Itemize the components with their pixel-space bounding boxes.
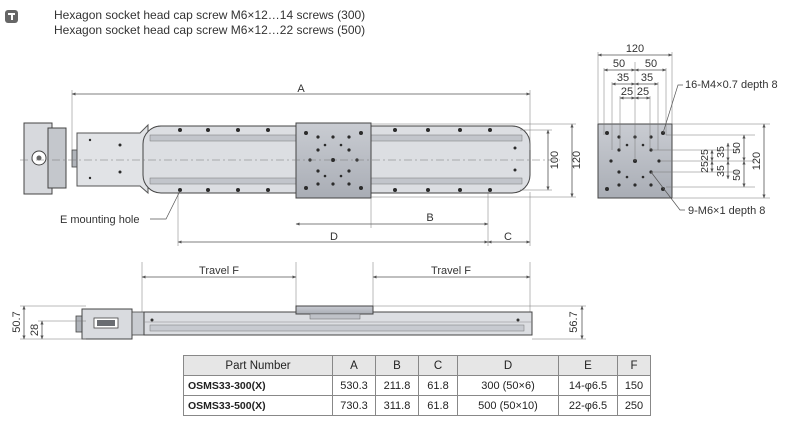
header-a: A [332, 355, 376, 376]
holes-16-m4-label: 16-M4×0.7 depth 8 [685, 79, 778, 91]
end-bracket [76, 123, 149, 195]
side-dim-120: 120 [751, 152, 763, 170]
front-view: Travel F Travel F 50.7 28 56.7 [11, 262, 586, 340]
height-56-7-label: 56.7 [568, 311, 580, 332]
header-d: D [457, 355, 559, 376]
side-dim-25-lower: 25 [699, 161, 711, 173]
side-dim-35-upper: 35 [715, 146, 727, 158]
travel-right-label: Travel F [431, 265, 471, 277]
top-dim-35-right: 35 [641, 72, 653, 84]
screw-note-500: Hexagon socket head cap screw M6×12…22 s… [54, 23, 366, 37]
base-mounting-holes [88, 128, 517, 192]
side-dim-25-upper: 25 [699, 149, 711, 161]
screw-note-icon [5, 10, 18, 23]
carriage-front [295, 305, 374, 315]
header-e: E [558, 355, 618, 376]
header-f: F [617, 355, 651, 376]
top-dim-25-right: 25 [637, 86, 649, 98]
side-dim-35-lower: 35 [715, 165, 727, 177]
screw-note-300: Hexagon socket head cap screw M6×12…14 s… [54, 8, 366, 22]
cell-b: 211.8 [375, 375, 419, 396]
cell-c: 61.8 [418, 375, 458, 396]
cell-e: 22-φ6.5 [558, 395, 618, 416]
dim-120-label: 120 [571, 151, 583, 169]
cell-c: 61.8 [418, 395, 458, 416]
spec-table: Part Number A B C D E F OSMS33-300(X) 53… [183, 355, 651, 416]
dim-c-label: C [504, 231, 512, 243]
top-view: A 100 120 B D C E mounting hole [20, 83, 583, 246]
top-dim-25-left: 25 [621, 86, 633, 98]
cell-part-number: OSMS33-500(X) [183, 395, 333, 416]
dim-d-label: D [330, 231, 338, 243]
table-top-view: 120 50 50 35 35 25 25 16-M4×0.7 depth 8 … [597, 43, 778, 217]
top-dim-50-right: 50 [645, 58, 657, 70]
spec-row-300: OSMS33-300(X) 530.3 211.8 61.8 300 (50×6… [183, 375, 651, 396]
motor-housing [47, 127, 67, 189]
top-dim-35-left: 35 [617, 72, 629, 84]
cell-d: 300 (50×6) [457, 375, 559, 396]
cell-f: 250 [617, 395, 651, 416]
spec-row-500: OSMS33-500(X) 730.3 311.8 61.8 500 (50×1… [183, 395, 651, 416]
cell-e: 14-φ6.5 [558, 375, 618, 396]
e-mounting-hole-label: E mounting hole [60, 214, 140, 226]
cell-a: 730.3 [332, 395, 376, 416]
header-part-number: Part Number [183, 355, 333, 376]
dim-b-label: B [426, 212, 433, 224]
header-c: C [418, 355, 458, 376]
travel-left-label: Travel F [199, 265, 239, 277]
holes-9-m6-label: 9-M6×1 depth 8 [688, 205, 765, 217]
header-b: B [375, 355, 419, 376]
cell-f: 150 [617, 375, 651, 396]
top-dim-120: 120 [626, 43, 644, 55]
cell-b: 311.8 [375, 395, 419, 416]
cell-d: 500 (50×10) [457, 395, 559, 416]
spec-header-row: Part Number A B C D E F [183, 355, 651, 376]
height-28-label: 28 [29, 324, 41, 336]
height-50-7-label: 50.7 [11, 311, 23, 332]
table-tapped-holes [304, 131, 363, 190]
cell-a: 530.3 [332, 375, 376, 396]
dim-100-label: 100 [549, 151, 561, 169]
cell-part-number: OSMS33-300(X) [183, 375, 333, 396]
side-dim-50-lower: 50 [731, 169, 743, 181]
dim-a-label: A [297, 83, 305, 95]
top-dim-50-left: 50 [613, 58, 625, 70]
side-dim-50-upper: 50 [731, 142, 743, 154]
